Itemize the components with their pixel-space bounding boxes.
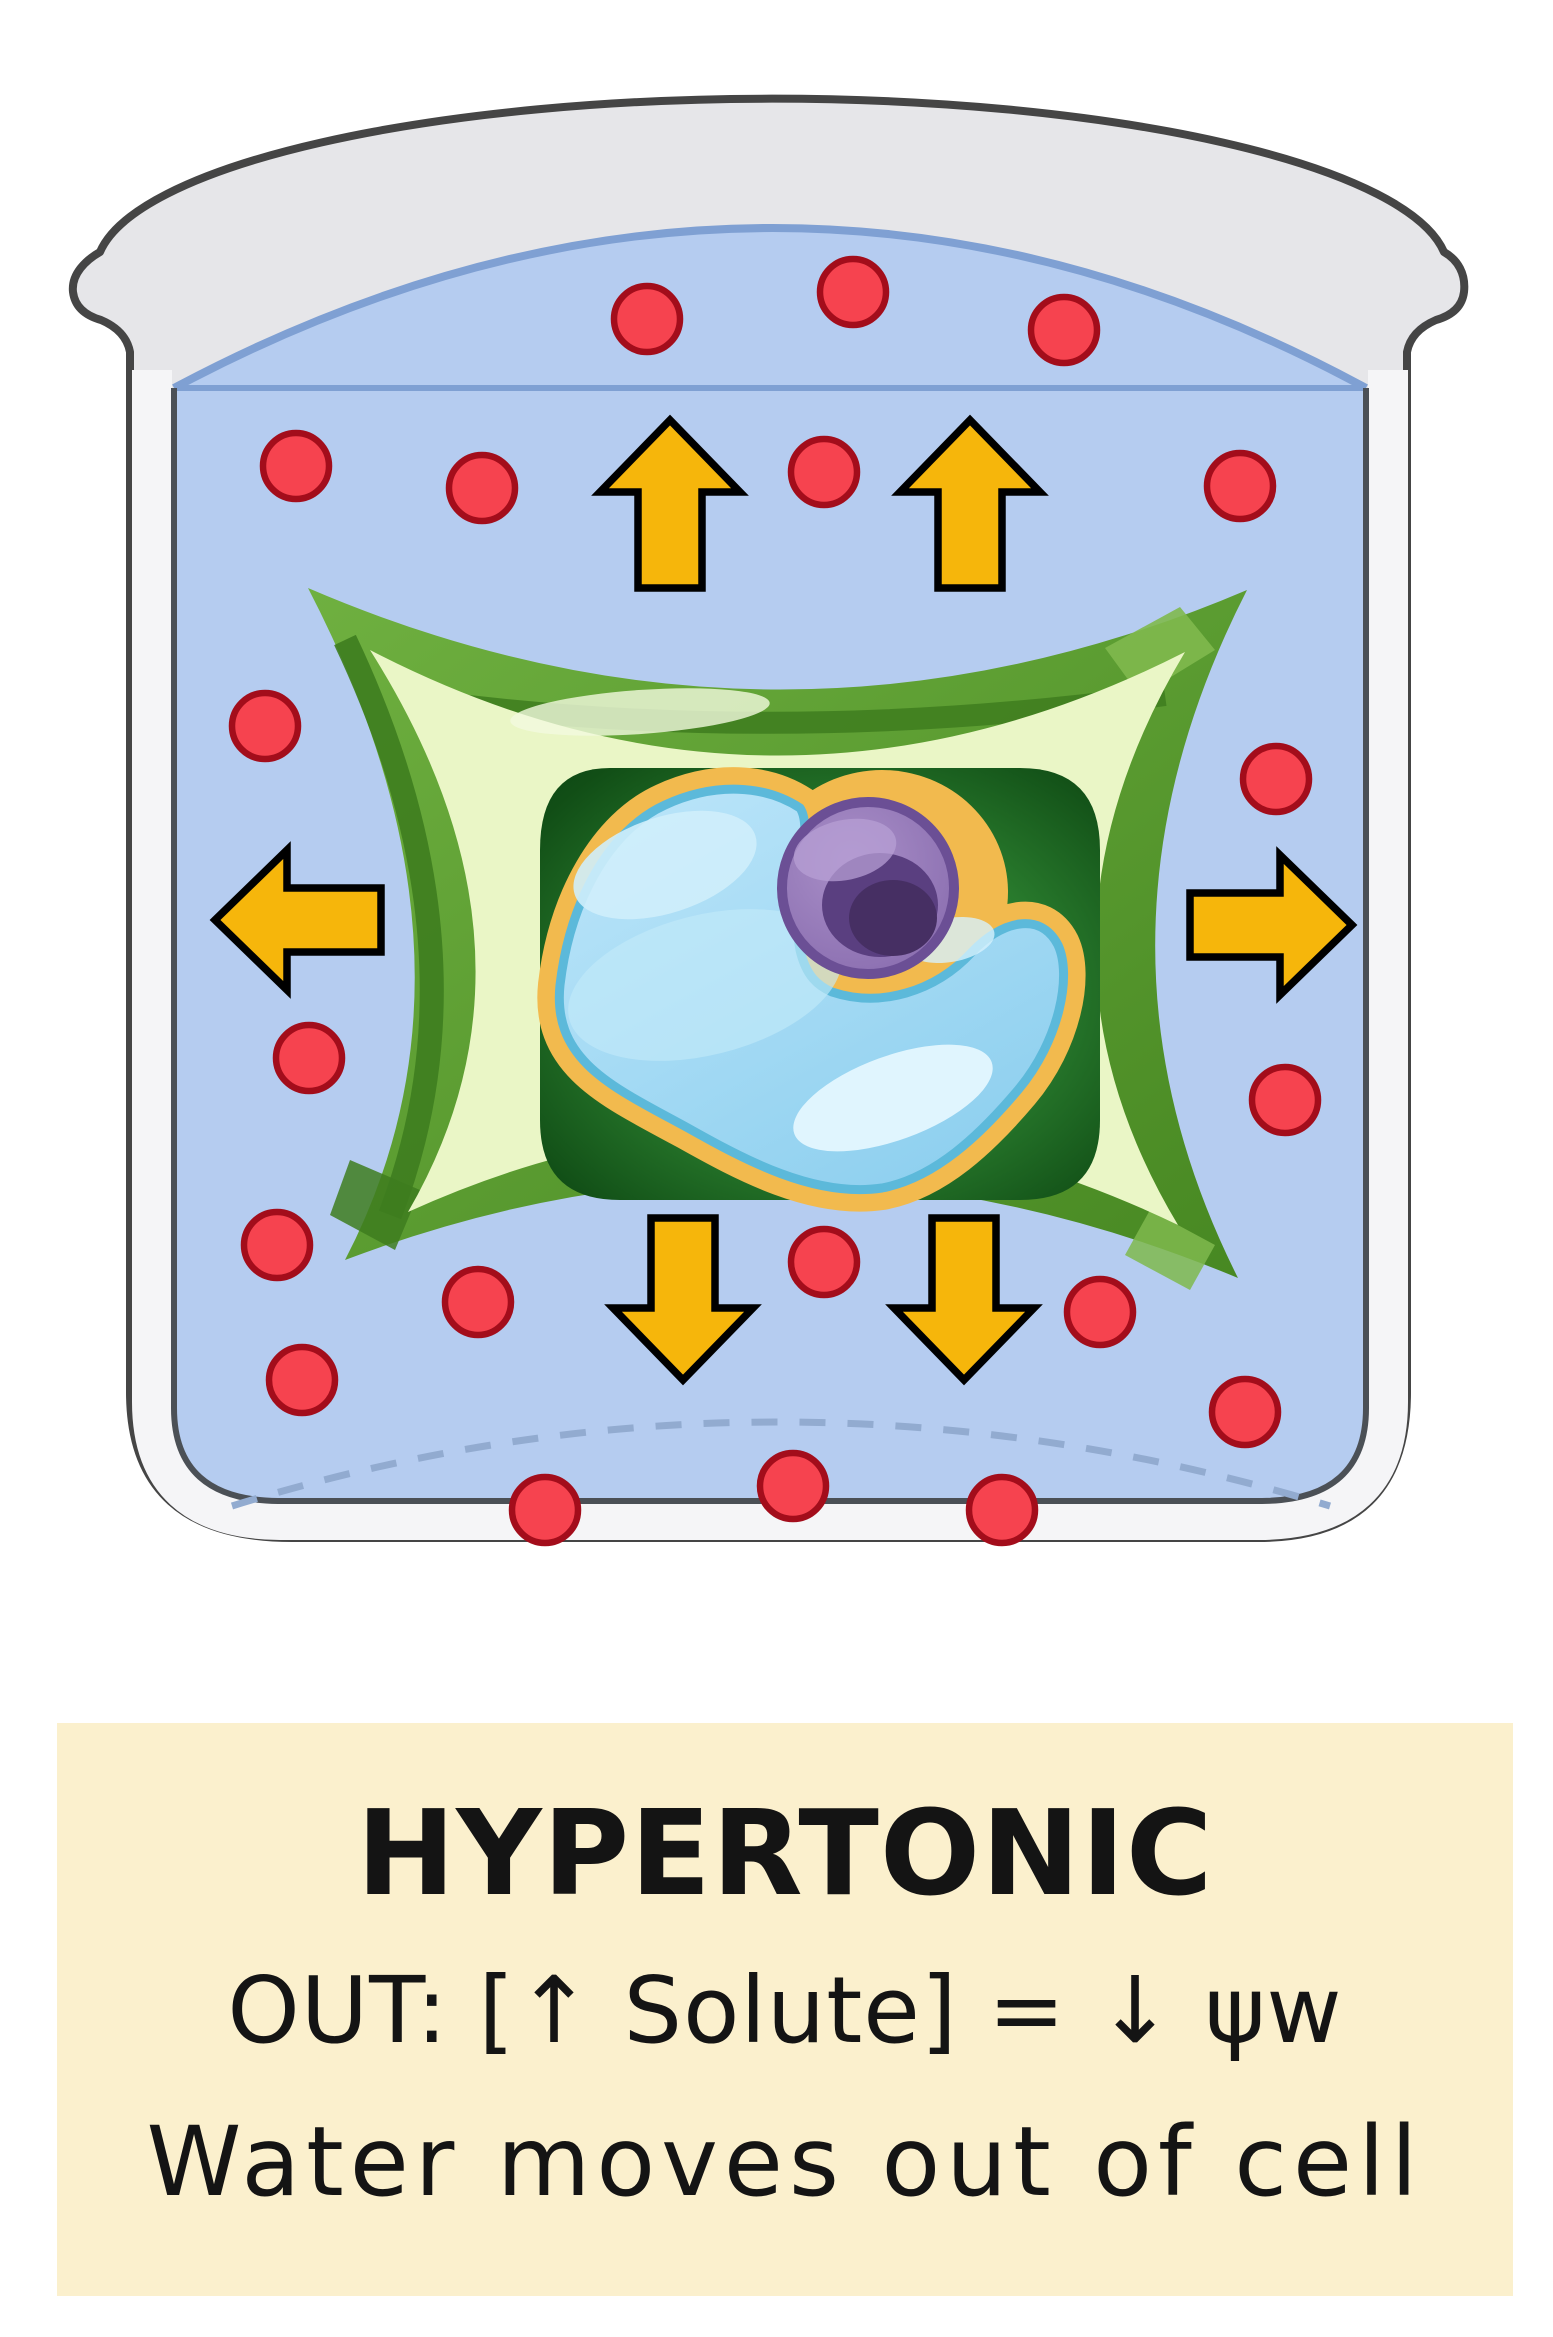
- solute-particle: [441, 1265, 515, 1339]
- tonicity-title: HYPERTONIC: [356, 1784, 1214, 1922]
- water-arrow-right-icon: [1186, 846, 1358, 1004]
- beaker-glass-highlight: [132, 370, 1408, 1540]
- plant-cell-illustration: [308, 588, 1247, 1290]
- cell-wall-segment-topright: [1105, 607, 1215, 696]
- nucleus-shadow: [849, 880, 937, 956]
- water-arrow-left-icon: [209, 841, 385, 999]
- solute-particle: [965, 1473, 1039, 1547]
- nucleus-highlight: [793, 818, 897, 882]
- solute-particle: [228, 689, 302, 763]
- water-arrow-up-icon: [591, 414, 749, 592]
- solute-particle: [240, 1208, 314, 1282]
- cell-wall-segment-bottomleft: [330, 1160, 420, 1250]
- cell-wall-segment-bottomright: [1125, 1210, 1215, 1290]
- water-arrow-up-icon: [891, 414, 1049, 592]
- solute-particle: [1027, 293, 1101, 367]
- solute-particle: [445, 451, 519, 525]
- solute-particle: [610, 282, 684, 356]
- solute-particle: [816, 255, 890, 329]
- water-arrow-down-icon: [885, 1214, 1043, 1386]
- cell-wall-sheen: [510, 688, 770, 736]
- solute-particle: [1203, 449, 1277, 523]
- vacuole-highlight-2: [568, 909, 842, 1061]
- caption-panel: HYPERTONIC OUT: [↑ Solute] = ↓ ψw Water …: [57, 1723, 1513, 2296]
- water-arrow-down-icon: [604, 1214, 762, 1386]
- water-surface-arc: [172, 224, 1368, 392]
- solute-particle: [1063, 1275, 1137, 1349]
- solute-particle: [787, 435, 861, 509]
- vacuole-highlight-1: [573, 810, 757, 920]
- solute-particle: [508, 1473, 582, 1547]
- solute-particle: [756, 1449, 830, 1523]
- solute-particles: [228, 255, 1322, 1547]
- solute-particle: [272, 1021, 346, 1095]
- solute-formula-text: OUT: [↑ Solute] = ↓ ψw: [227, 1957, 1343, 2064]
- solute-particle: [259, 429, 333, 503]
- beaker-bottom-dashed-arc: [230, 1418, 1332, 1510]
- solute-particle: [1208, 1375, 1282, 1449]
- vacuole-highlight-3: [793, 1044, 993, 1152]
- solute-particle: [265, 1343, 339, 1417]
- cell-wall-shade-left: [334, 634, 444, 1220]
- solute-particle: [1239, 742, 1313, 816]
- solute-particle: [787, 1225, 861, 1299]
- water-direction-text: Water moves out of cell: [146, 2106, 1424, 2218]
- water-flow-arrows: [209, 414, 1358, 1386]
- solute-particle: [1248, 1063, 1322, 1137]
